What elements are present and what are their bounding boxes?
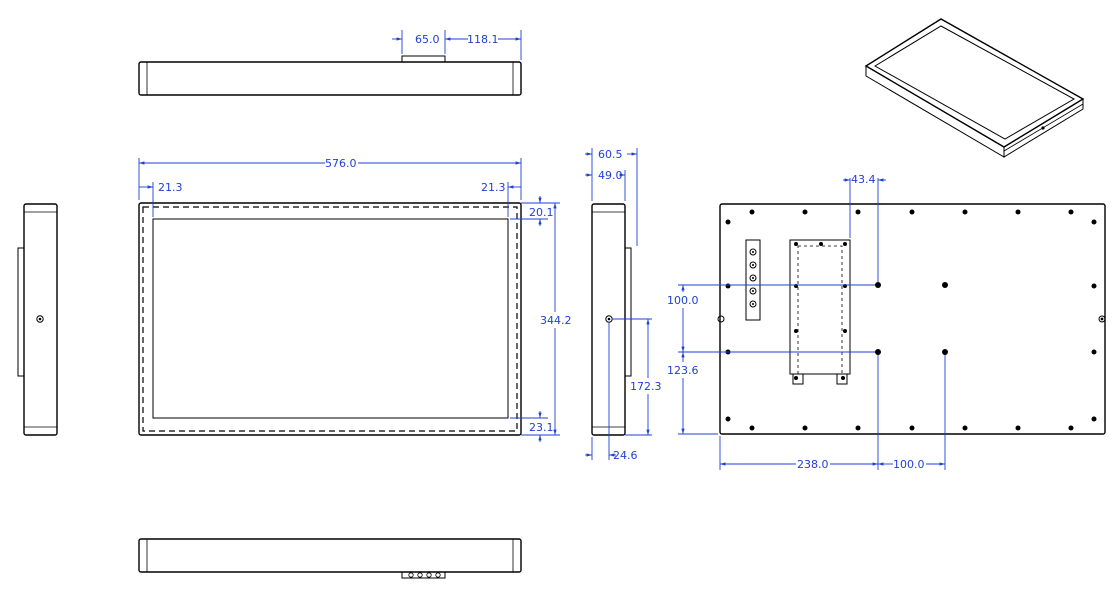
- rear-view: 43.4 100.0 123.6 238.0 100.0: [667, 173, 1106, 471]
- isometric-view: [864, 18, 1085, 158]
- rear-io-panel: [745, 239, 761, 321]
- dim-rear-hole-offset-left: 238.0: [797, 458, 829, 471]
- bottom-view: [138, 538, 522, 579]
- dim-top-bracket-offset: 118.1: [467, 33, 499, 46]
- dim-rear-hole-spacing-x: 100.0: [893, 458, 925, 471]
- dim-side-bracket-depth: 24.6: [613, 449, 638, 462]
- front-view-active-area: [142, 206, 518, 432]
- left-side-port-icon: [36, 315, 44, 323]
- dim-front-height: 344.2: [540, 314, 572, 327]
- left-side-bracket: [17, 247, 25, 377]
- front-view: 576.0 21.3 21.3 20.1 344.2 23.1: [138, 157, 572, 442]
- front-view-frame: [138, 202, 522, 436]
- dim-front-left-bezel: 21.3: [158, 181, 183, 194]
- top-view-bracket: [401, 55, 446, 63]
- bottom-view-connector: [401, 571, 446, 579]
- rear-mounting-bracket: [789, 239, 851, 385]
- dim-rear-hole-offset-y: 123.6: [667, 364, 699, 377]
- bracket-outline: [789, 239, 851, 375]
- dim-front-right-bezel: 21.3: [481, 181, 506, 194]
- dim-top-bracket-width: 65.0: [415, 33, 440, 46]
- right-side-bracket: [624, 247, 632, 377]
- dim-front-top-bezel: 20.1: [529, 206, 554, 219]
- dim-front-bottom-bezel: 23.1: [529, 421, 554, 434]
- dim-side-depth-body: 49.0: [598, 169, 623, 182]
- io-panel-outline: [745, 239, 761, 321]
- top-view-body: [138, 61, 522, 96]
- dim-rear-hole-spacing-y: 100.0: [667, 294, 699, 307]
- right-side-view: 60.5 49.0 172.3 24.6: [585, 148, 662, 462]
- rear-screw-holes: [717, 209, 1106, 431]
- iso-top-face: [864, 18, 1085, 148]
- front-view-screen: [152, 218, 509, 419]
- dim-front-width: 576.0: [325, 157, 357, 170]
- bottom-view-body: [138, 538, 522, 573]
- dim-rear-hole-offset-x: 43.4: [851, 173, 876, 186]
- dim-side-half-height: 172.3: [630, 380, 662, 393]
- top-view: 65.0 118.1: [138, 30, 522, 96]
- iso-screen: [874, 25, 1076, 140]
- dim-side-depth-total: 60.5: [598, 148, 623, 161]
- rear-view-body: [719, 203, 1106, 435]
- left-side-view: [17, 203, 58, 436]
